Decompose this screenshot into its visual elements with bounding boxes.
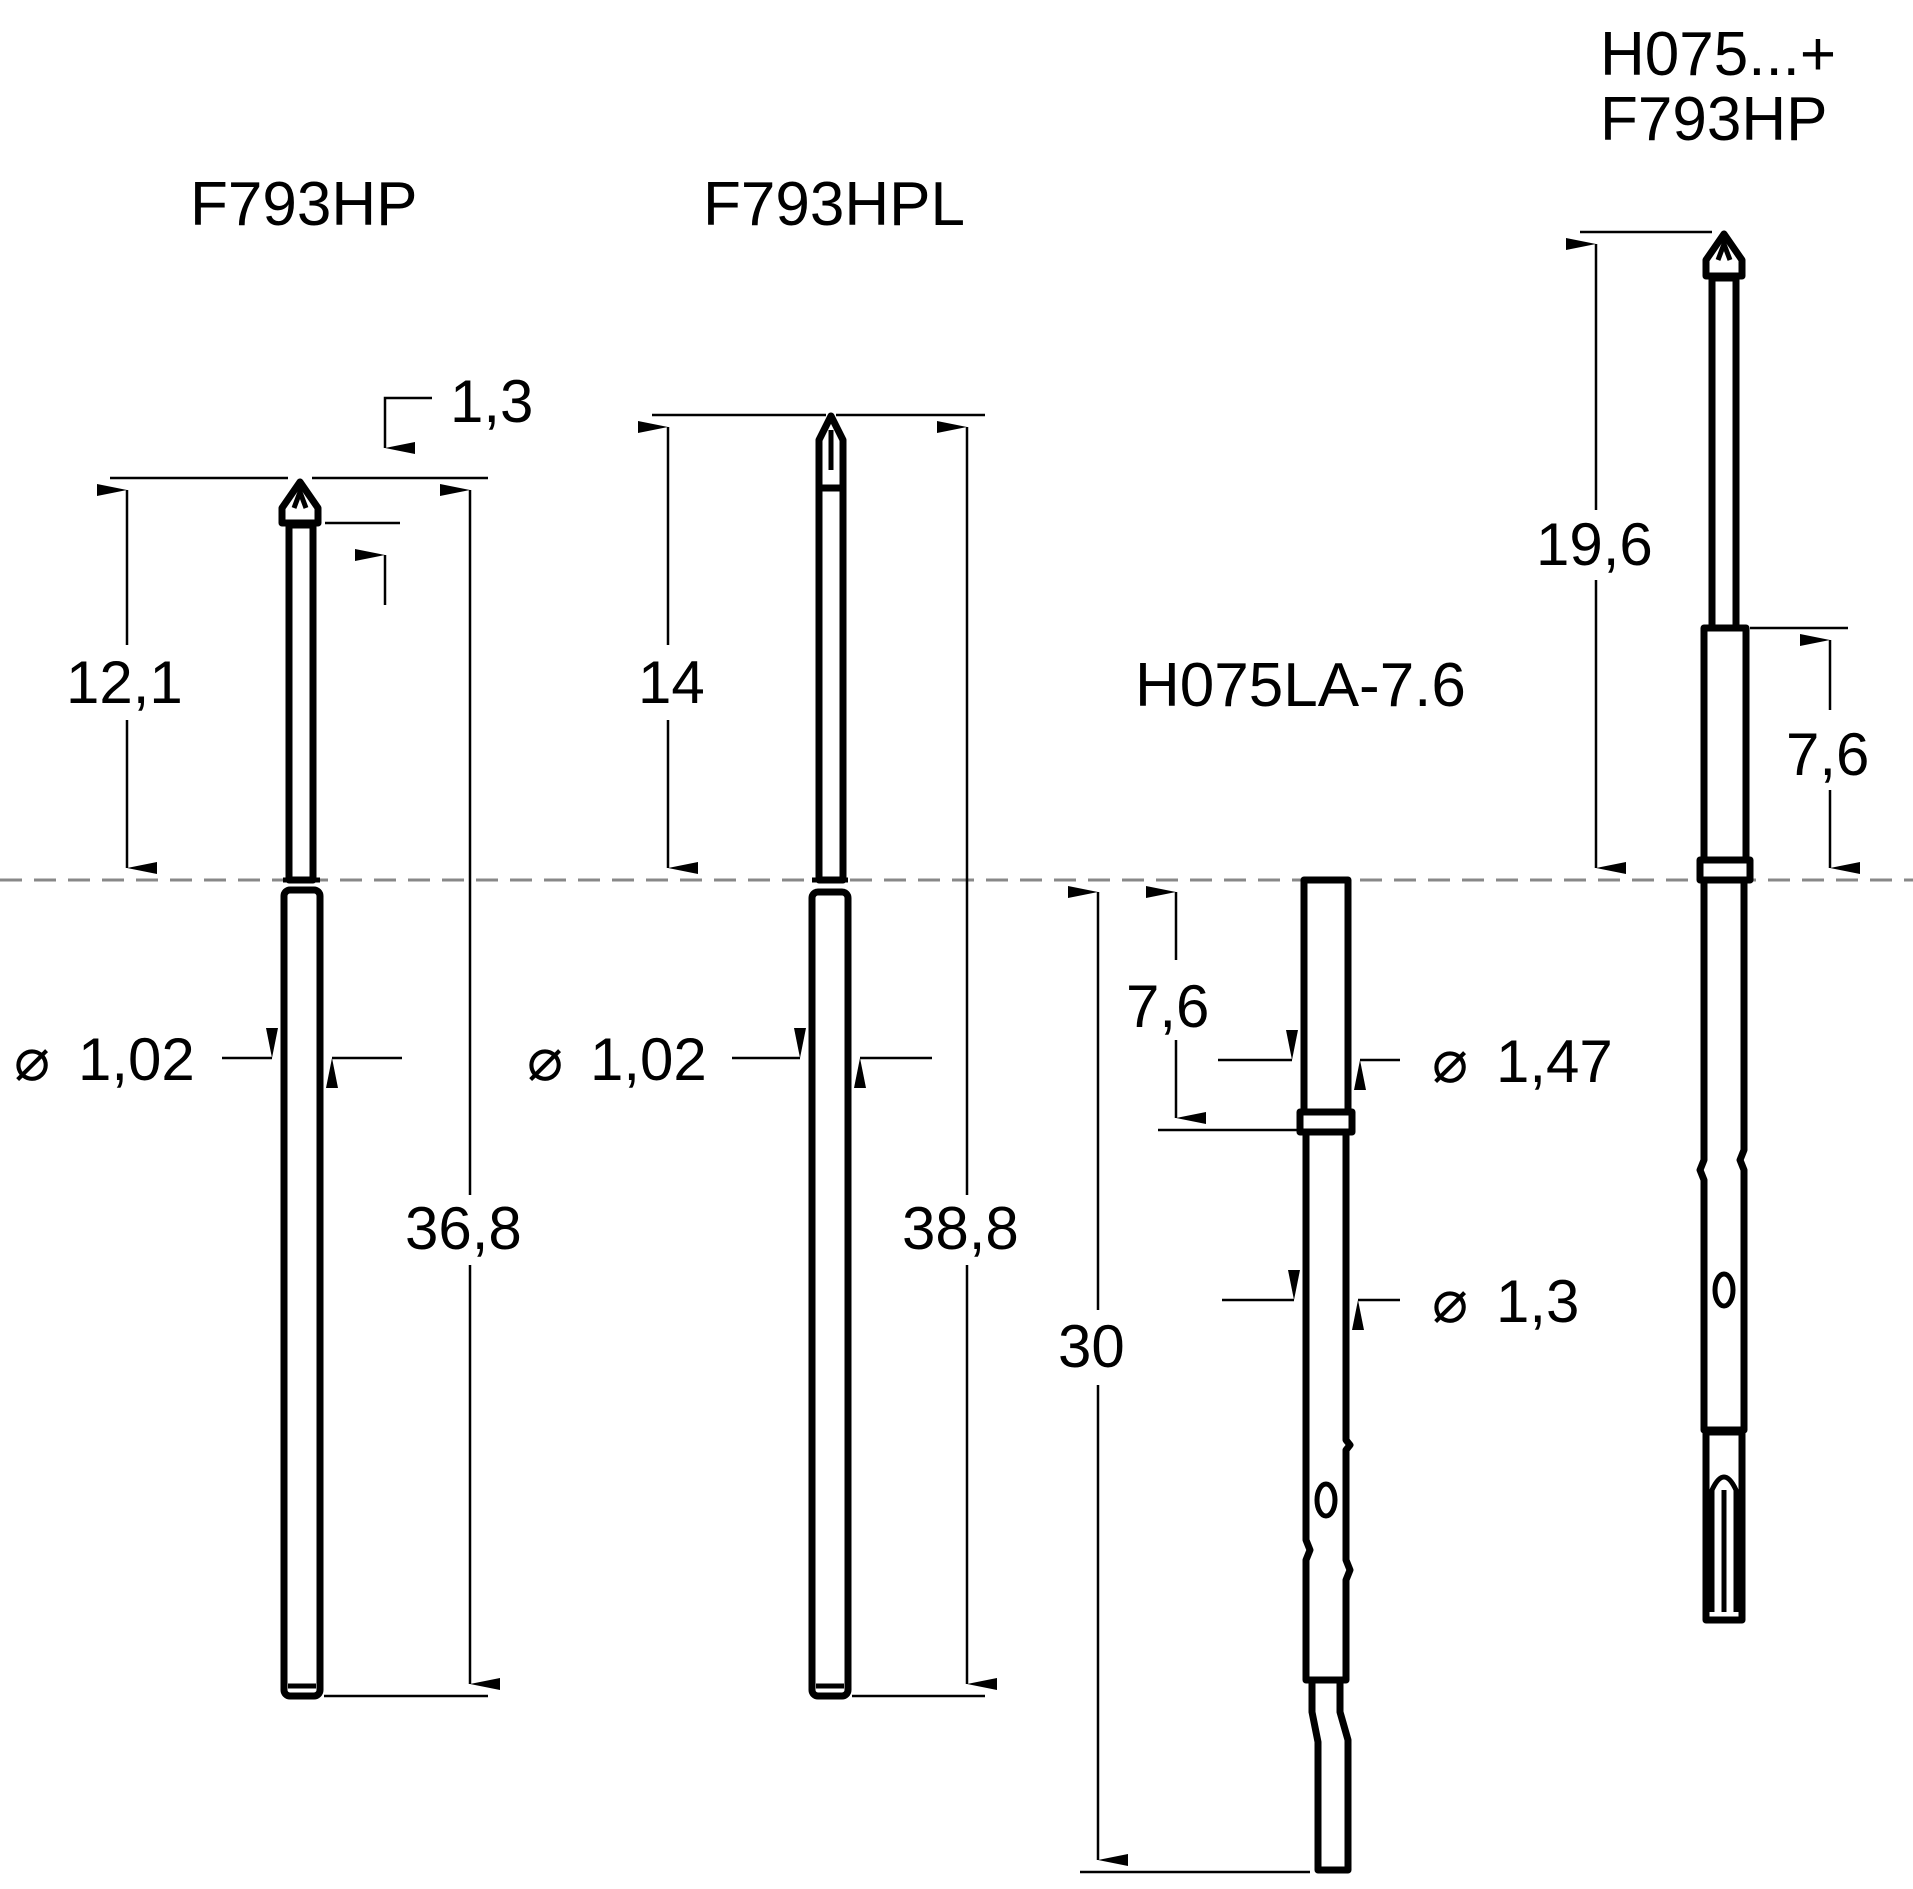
label-h075la: H075LA-7.6 (1135, 651, 1466, 720)
crimp-hole (1314, 1481, 1338, 1519)
crimp-hole (1712, 1271, 1736, 1309)
dim-upper-length: 7,6 (1126, 973, 1209, 1040)
dim-total-length: 36,8 (405, 1195, 522, 1262)
lower-body (1302, 1128, 1354, 1684)
diameter-symbol: ⌀ (1432, 1268, 1468, 1335)
dim-diameter-upper: 1,47 (1496, 1028, 1613, 1095)
wire-loop (1709, 1474, 1739, 1612)
label-f793hpl: F793HPL (703, 170, 965, 239)
assembly-h075-f793hp: H075...+ F793HP 19,6 7,6 (1536, 20, 1869, 1624)
upper-barrel (1700, 624, 1750, 864)
dim-diameter: 1,02 (78, 1026, 195, 1093)
dim-total-length: 30 (1058, 1313, 1125, 1380)
dim-stroke-length: 19,6 (1536, 511, 1653, 578)
dim-diameter: 1,02 (590, 1026, 707, 1093)
diameter-symbol: ⌀ (14, 1026, 50, 1093)
dim-tip-length: 1,3 (450, 368, 533, 435)
tail (1308, 1676, 1352, 1874)
barrel (280, 886, 324, 1700)
receptacle-h075la: H075LA-7.6 7,6 ⌀ 1,47 ⌀ 1,3 30 (1058, 651, 1613, 1874)
dim-upper-length: 7,6 (1786, 721, 1869, 788)
plunger (1708, 274, 1740, 632)
dim-diameter-lower: 1,3 (1496, 1268, 1579, 1335)
diameter-symbol: ⌀ (527, 1026, 563, 1093)
probe-f793hp: F793HP 12,1 1,3 36,8 ⌀ 1,02 (14, 170, 533, 1700)
dim-total-length: 38,8 (902, 1195, 1019, 1262)
barrel (808, 888, 852, 1700)
label-f793hp: F793HP (190, 170, 417, 239)
lower-body (1696, 876, 1748, 1434)
plunger (285, 521, 317, 884)
diameter-symbol: ⌀ (1432, 1028, 1468, 1095)
label-assembly-line1: H075...+ (1600, 20, 1836, 89)
upper-barrel (1300, 876, 1352, 1116)
plunger (815, 484, 847, 884)
dim-plunger-length: 12,1 (66, 649, 183, 716)
crown-tip (1702, 230, 1746, 280)
probe-f793hpl: F793HPL 14 38,8 ⌀ 1,02 (527, 170, 1019, 1700)
dim-plunger-length: 14 (638, 649, 705, 716)
label-assembly-line2: F793HP (1600, 85, 1827, 154)
crown-tip (278, 478, 322, 527)
